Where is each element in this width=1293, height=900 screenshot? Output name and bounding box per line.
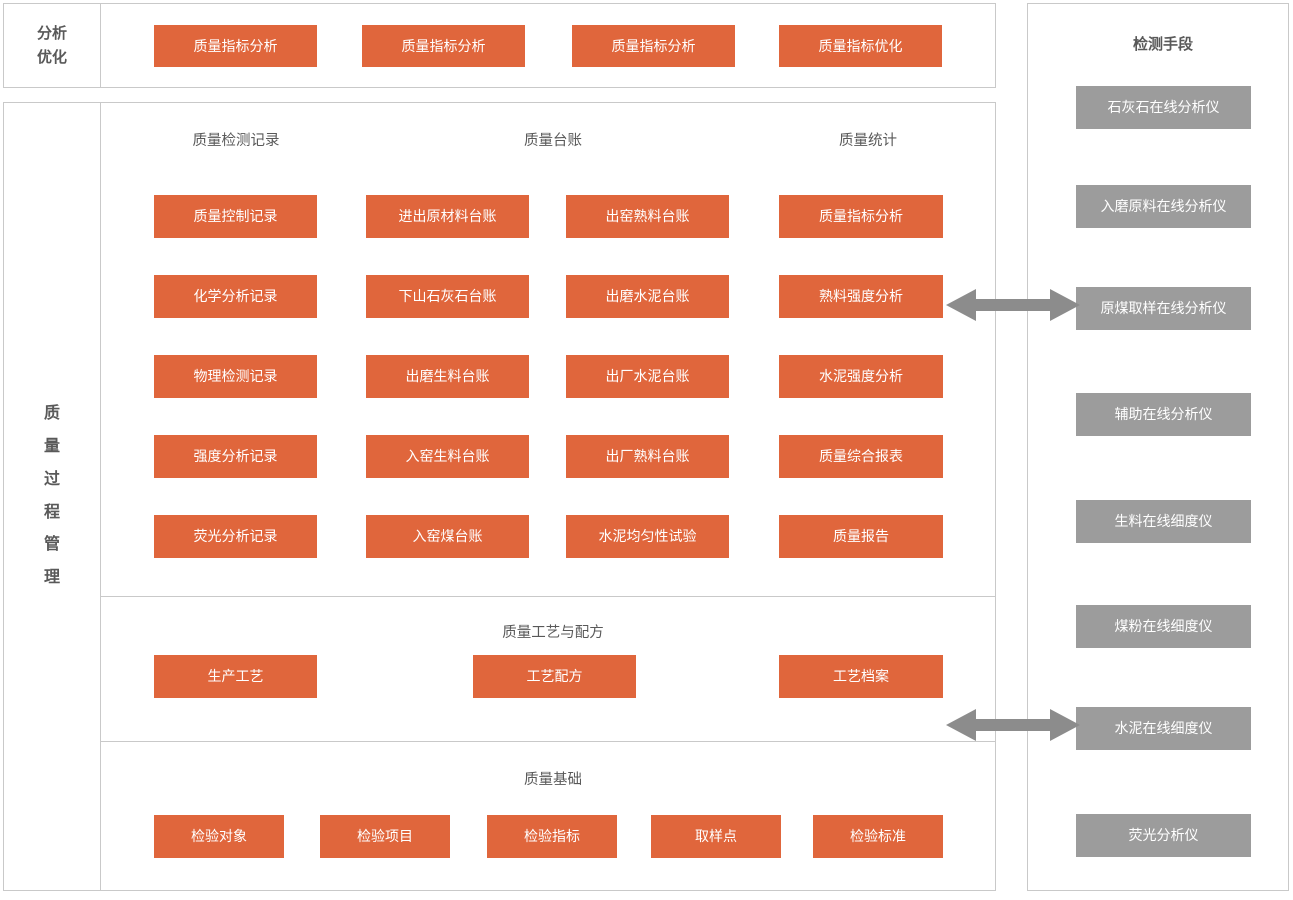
instrument-box-6[interactable]: 水泥在线细度仪 [1076, 707, 1251, 750]
divider-process-foundation [101, 741, 995, 742]
foundation-box-2[interactable]: 检验指标 [487, 815, 617, 858]
records-box-0[interactable]: 质量控制记录 [154, 195, 317, 238]
top-box-2[interactable]: 质量指标分析 [572, 25, 735, 67]
caption-quality-statistics: 质量统计 [839, 133, 897, 149]
foundation-box-1[interactable]: 检验项目 [320, 815, 450, 858]
rail-label-quality-process-management: 质 量 过 程 管 理 [4, 103, 100, 890]
ledger2-box-2[interactable]: 出厂水泥台账 [566, 355, 729, 398]
instrument-box-3[interactable]: 辅助在线分析仪 [1076, 393, 1251, 436]
foundation-box-3[interactable]: 取样点 [651, 815, 781, 858]
rail-label-analysis-line1: 分析 [36, 25, 67, 43]
records-box-1[interactable]: 化学分析记录 [154, 275, 317, 318]
top-box-0[interactable]: 质量指标分析 [154, 25, 317, 67]
ledger-box-4[interactable]: 入窑煤台账 [366, 515, 529, 558]
ledger2-box-3[interactable]: 出厂熟料台账 [566, 435, 729, 478]
ledger-box-2[interactable]: 出磨生料台账 [366, 355, 529, 398]
records-box-2[interactable]: 物理检测记录 [154, 355, 317, 398]
rail-char-2: 过 [43, 470, 60, 488]
rail-char-1: 量 [43, 437, 60, 455]
ledger2-box-4[interactable]: 水泥均匀性试验 [566, 515, 729, 558]
rail-char-5: 理 [43, 569, 60, 587]
instrument-box-2[interactable]: 原煤取样在线分析仪 [1076, 287, 1251, 330]
caption-quality-process-formula: 质量工艺与配方 [502, 625, 604, 641]
rail-char-3: 程 [43, 503, 60, 521]
main-panel-rail-divider [100, 103, 101, 890]
records-box-4[interactable]: 荧光分析记录 [154, 515, 317, 558]
ledger2-box-1[interactable]: 出磨水泥台账 [566, 275, 729, 318]
statistics-box-2[interactable]: 水泥强度分析 [779, 355, 943, 398]
ledger-box-3[interactable]: 入窑生料台账 [366, 435, 529, 478]
rail-label-analysis-optimization: 分析 优化 [4, 4, 100, 87]
records-box-3[interactable]: 强度分析记录 [154, 435, 317, 478]
divider-records-process [101, 596, 995, 597]
instrument-box-7[interactable]: 荧光分析仪 [1076, 814, 1251, 857]
rail-char-4: 管 [43, 536, 60, 554]
top-box-3[interactable]: 质量指标优化 [779, 25, 942, 67]
detection-methods-panel [1027, 3, 1289, 891]
ledger-box-1[interactable]: 下山石灰石台账 [366, 275, 529, 318]
instrument-box-0[interactable]: 石灰石在线分析仪 [1076, 86, 1251, 129]
instrument-box-1[interactable]: 入磨原料在线分析仪 [1076, 185, 1251, 228]
rail-label-analysis-line2: 优化 [36, 48, 67, 66]
statistics-box-3[interactable]: 质量综合报表 [779, 435, 943, 478]
rail-char-0: 质 [43, 405, 60, 423]
foundation-box-0[interactable]: 检验对象 [154, 815, 284, 858]
process-box-0[interactable]: 生产工艺 [154, 655, 317, 698]
ledger2-box-0[interactable]: 出窑熟料台账 [566, 195, 729, 238]
statistics-box-4[interactable]: 质量报告 [779, 515, 943, 558]
statistics-box-0[interactable]: 质量指标分析 [779, 195, 943, 238]
instrument-box-4[interactable]: 生料在线细度仪 [1076, 500, 1251, 543]
statistics-box-1[interactable]: 熟料强度分析 [779, 275, 943, 318]
foundation-box-4[interactable]: 检验标准 [813, 815, 943, 858]
caption-quality-foundation: 质量基础 [524, 772, 582, 788]
process-box-2[interactable]: 工艺档案 [779, 655, 943, 698]
top-box-1[interactable]: 质量指标分析 [362, 25, 525, 67]
top-panel-rail-divider [100, 4, 101, 87]
caption-quality-ledger: 质量台账 [524, 133, 582, 149]
process-box-1[interactable]: 工艺配方 [473, 655, 636, 698]
ledger-box-0[interactable]: 进出原材料台账 [366, 195, 529, 238]
instrument-box-5[interactable]: 煤粉在线细度仪 [1076, 605, 1251, 648]
caption-quality-inspection-records: 质量检测记录 [192, 133, 280, 149]
detection-methods-title: 检测手段 [1132, 36, 1194, 53]
